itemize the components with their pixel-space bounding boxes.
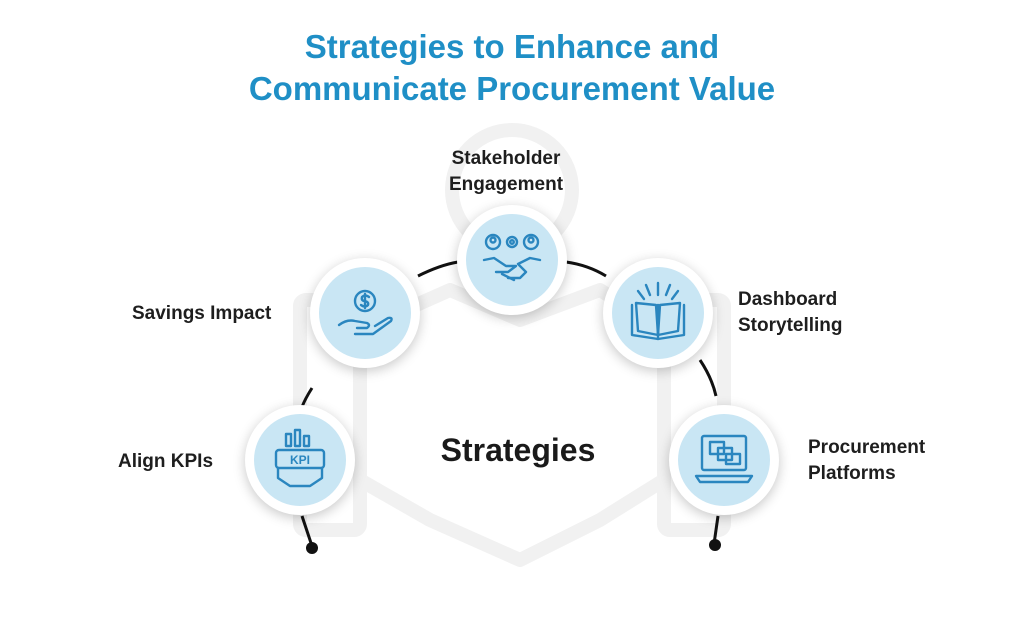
arc-end-dot-left — [306, 542, 318, 554]
node-procurement-platforms — [669, 405, 779, 515]
kpi-icon: KPI — [274, 428, 326, 488]
hand-coin-icon — [337, 289, 393, 336]
label-stakeholder-engagement: Stakeholder Engagement — [449, 148, 564, 195]
open-book-icon — [630, 281, 686, 341]
arc-end-dot-right — [709, 539, 721, 551]
label-align-kpis: Align KPIs — [118, 451, 214, 472]
node-dashboard-storytelling — [603, 258, 713, 368]
label-savings-impact: Savings Impact — [132, 303, 272, 324]
center-label: Strategies — [440, 432, 596, 468]
label-dashboard-storytelling: Dashboard Storytelling — [738, 289, 843, 336]
title-line-1: Strategies to Enhance and — [304, 28, 720, 65]
svg-text:KPI: KPI — [290, 453, 310, 467]
node-align-kpis: KPI — [245, 405, 355, 515]
page-title: Strategies to Enhance and Communicate Pr… — [0, 26, 1024, 110]
node-savings-impact — [310, 258, 420, 368]
handshake-icon — [482, 233, 542, 282]
node-stakeholder-engagement — [457, 205, 567, 315]
laptop-icon — [694, 434, 754, 484]
label-procurement-platforms: Procurement Platforms — [808, 437, 926, 484]
title-line-2: Communicate Procurement Value — [248, 70, 776, 107]
